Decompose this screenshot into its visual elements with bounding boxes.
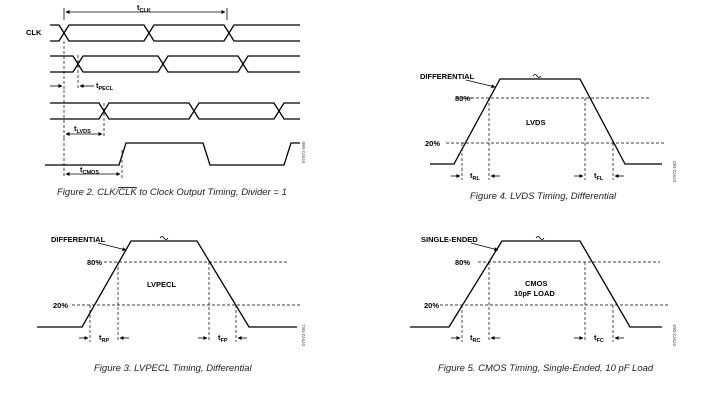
cmos-label-pointer: [470, 242, 499, 252]
cmos-pulse: [410, 240, 662, 328]
lvds-diff-label: DIFFERENTIAL: [420, 72, 475, 81]
lvds-wave-b: [50, 102, 300, 120]
cmos-trc-label: tRC: [470, 333, 480, 344]
pecl-wave-b: [50, 55, 300, 73]
lvds-trl-label: tRL: [470, 171, 480, 182]
lvpecl-pulse: [37, 240, 297, 328]
clk-label: CLK: [26, 28, 42, 37]
cmos-wave: [45, 142, 300, 166]
figure-2-code: 07972-060: [301, 141, 306, 163]
figure-5-cmos-timing: SINGLE-ENDED 80% 20% CMOS 10pF LOAD tRC …: [410, 235, 677, 374]
figure-2-clock-output-timing: CLK tCLK tPECL tLVDS tCMOS 07972-060 Fig…: [26, 3, 306, 198]
lvds-80-label: 80%: [455, 94, 470, 103]
tclk-label: tCLK: [137, 3, 151, 14]
lvpecl-80-label: 80%: [87, 258, 102, 267]
tcmos-label: tCMOS: [80, 165, 99, 176]
cmos-center-label-1: CMOS: [525, 279, 548, 288]
lvds-center-label: LVDS: [526, 118, 545, 127]
cmos-80-label: 80%: [455, 258, 470, 267]
clk-wave-b: [50, 24, 300, 42]
lvds-wave-a: [50, 102, 300, 120]
lvpecl-center-label: LVPECL: [147, 280, 176, 289]
cmos-break-mark: [535, 236, 545, 240]
lvds-break-mark: [532, 74, 542, 78]
tpecl-label: tPECL: [96, 81, 114, 92]
lvpecl-trp-label: tRP: [99, 333, 109, 344]
figure-5-code: 07972-063: [672, 324, 677, 346]
cmos-tfc-label: tFC: [594, 333, 604, 344]
tlvds-label: tLVDS: [74, 124, 91, 135]
figure-4-caption: Figure 4. LVDS Timing, Differential: [470, 191, 617, 202]
figure-3-lvpecl-timing: DIFFERENTIAL 80% 20% LVPECL tRP tFP 0797…: [37, 235, 306, 374]
figure-3-caption: Figure 3. LVPECL Timing, Differential: [94, 363, 253, 374]
lvds-pulse-a: [430, 78, 662, 165]
lvpecl-break-mark: [159, 236, 169, 240]
figure-4-lvds-timing: DIFFERENTIAL 80% 20% LVDS tRL tFL 07972-…: [420, 72, 677, 202]
lvds-label-pointer: [465, 79, 496, 89]
figure-5-caption: Figure 5. CMOS Timing, Single-Ended, 10 …: [438, 363, 654, 374]
pecl-wave-a: [50, 55, 300, 73]
lvpecl-20-label: 20%: [53, 301, 68, 310]
cmos-center-label-2: 10pF LOAD: [514, 289, 555, 298]
lvpecl-diff-label: DIFFERENTIAL: [51, 235, 106, 244]
figure-3-code: 07972-061: [301, 324, 306, 346]
figure-2-caption: Figure 2. CLK/CLK to Clock Output Timing…: [57, 187, 287, 198]
lvpecl-label-pointer: [97, 242, 127, 252]
lvpecl-tfp-label: tFP: [218, 333, 228, 344]
lvds-tfl-label: tFL: [594, 171, 604, 182]
clk-wave-a: [50, 24, 300, 42]
cmos-single-ended-label: SINGLE-ENDED: [421, 235, 478, 244]
lvds-20-label: 20%: [425, 139, 440, 148]
figure-4-code: 07972-062: [672, 160, 677, 182]
cmos-20-label: 20%: [424, 301, 439, 310]
